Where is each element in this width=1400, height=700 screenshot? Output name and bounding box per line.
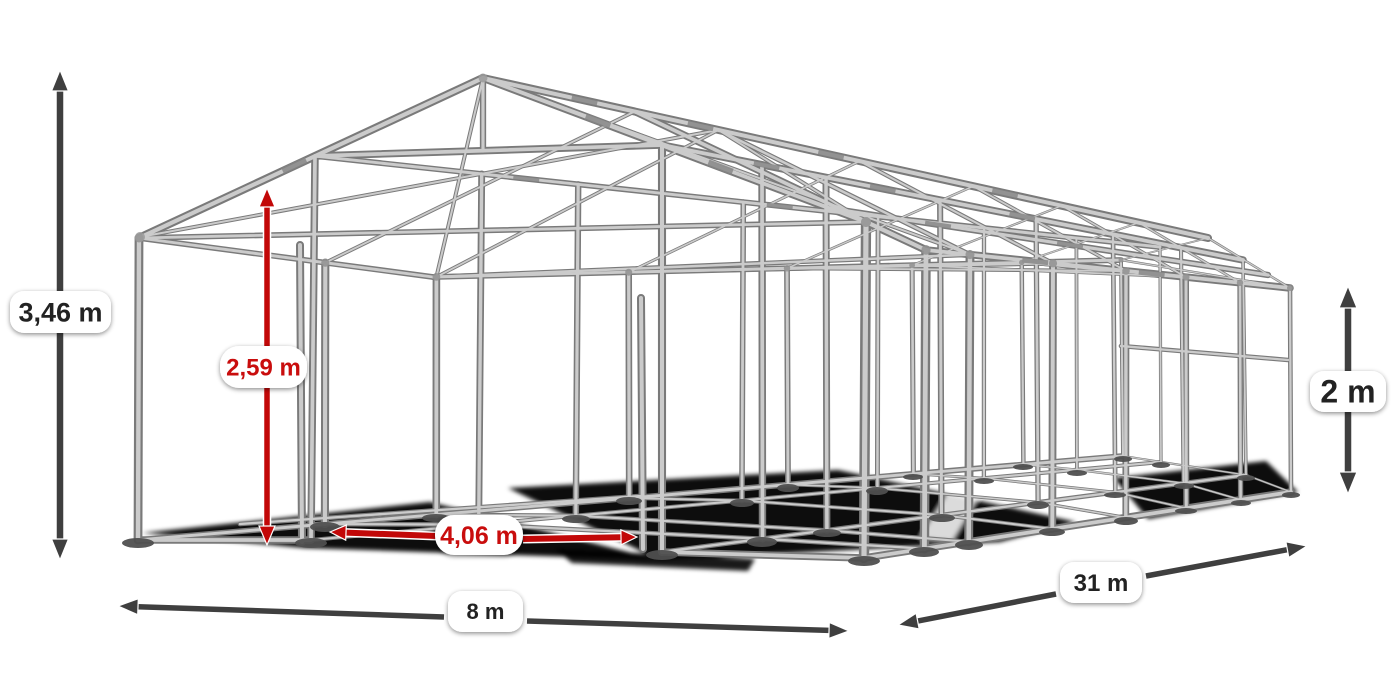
svg-text:2,59 m: 2,59 m: [226, 354, 301, 381]
svg-text:8 m: 8 m: [467, 599, 505, 624]
svg-text:31 m: 31 m: [1074, 570, 1129, 597]
svg-text:4,06 m: 4,06 m: [440, 522, 518, 550]
svg-text:3,46 m: 3,46 m: [18, 297, 102, 327]
svg-text:2 m: 2 m: [1320, 374, 1375, 410]
